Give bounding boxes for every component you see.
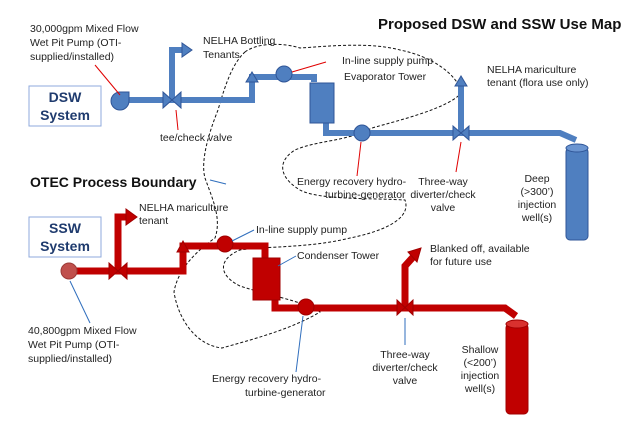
dsw-turbine-generator [353,124,371,142]
dsw-diverter-valve [452,124,470,142]
ssw-tee-check-valve [108,261,128,281]
ssw-mariculture-label-1: NELHA mariculture [139,202,228,214]
ssw-pump-label-1: 40,800gpm Mixed Flow [28,325,137,337]
ssw-box-label-1: SSW [49,220,82,236]
dsw-well-label-4: well(s) [521,212,552,224]
ssw-inline-pump [216,235,234,253]
dsw-turbine-label-1: Energy recovery hydro- [297,176,407,188]
dsw-tee-check-valve [162,90,182,110]
ssw-diverter-label-3: valve [393,375,418,387]
ssw-well-label-2: (<200’) [464,357,497,369]
ssw-inline-pump-pointer [231,229,255,242]
dsw-turbine-label-2: turbine-generator [325,189,406,201]
ssw-box-label-2: System [40,238,90,254]
ssw-pump-label-3: supplied/installed) [28,353,112,365]
dsw-box-label-1: DSW [49,89,82,105]
dsw-bottling-label-2: Tenants [203,49,240,61]
dsw-well-label-3: injection [518,199,557,211]
boundary-label: OTEC Process Boundary [30,174,197,190]
ssw-well-label-1: Shallow [462,344,499,356]
ssw-diverter-label-1: Three-way [380,349,430,361]
ssw-turbine-generator [297,298,315,316]
ssw-diverter-label-2: diverter/check [372,362,438,374]
ssw-tower-label: Condenser Tower [297,250,380,262]
ssw-system-box [28,216,102,258]
dsw-diverter-label-2: diverter/check [410,189,476,201]
dsw-deep-injection-well [565,147,589,241]
ssw-well-label-3: injection [461,370,500,382]
ssw-turbine-pointer [295,315,304,373]
ssw-turbine-label-1: Energy recovery hydro- [212,373,322,385]
ssw-pump-label-2: Wet Pit Pump (OTI- [28,339,120,351]
dsw-inline-pump-pointer [291,61,327,73]
boundary-pointer [209,179,227,185]
dsw-diverter-label-3: valve [431,202,456,214]
dsw-pump-label-1: 30,000gpm Mixed Flow [30,23,139,35]
ssw-shallow-injection-well [505,323,529,415]
dsw-diverter-pointer [455,141,462,173]
ssw-well-top [505,319,529,329]
dsw-box-label-2: System [40,107,90,123]
dsw-well-label-1: Deep [524,173,549,185]
dsw-inline-pump-label: In-line supply pump [342,55,433,67]
ssw-well-label-4: well(s) [464,383,495,395]
diagram-title: Proposed DSW and SSW Use Map [378,16,621,33]
dsw-turbine-pointer [356,141,362,177]
dsw-system-box [28,85,102,127]
dsw-tee-pointer [175,109,179,131]
ssw-turbine-label-2: turbine-generator [245,387,326,399]
dsw-mariculture-label-2: tenant (flora use only) [487,77,589,89]
dsw-evaporator-tower [309,82,335,124]
dsw-intake-pump [110,91,130,111]
dsw-well-top [565,143,589,153]
ssw-pump-pointer [69,280,91,324]
dsw-diverter-label-1: Three-way [418,176,468,188]
dsw-well-label-2: (>300’) [521,186,554,198]
dsw-tee-label: tee/check valve [160,132,233,144]
dsw-pump-pointer [94,64,121,96]
dsw-mariculture-label-1: NELHA mariculture [487,64,576,76]
dsw-tower-label: Evaporator Tower [344,71,427,83]
ssw-blanked-label-2: for future use [430,256,492,268]
ssw-diverter-valve [396,298,414,317]
ssw-mariculture-label-2: tenant [139,215,168,227]
dsw-pump-label-2: Wet Pit Pump (OTI- [30,37,122,49]
dsw-inline-pump [275,65,293,83]
ssw-intake-pump [60,262,78,280]
ssw-inline-pump-label: In-line supply pump [256,224,347,236]
ssw-condenser-tower [252,257,281,301]
ssw-tower-pointer [277,255,297,267]
ssw-blanked-label-1: Blanked off, available [430,243,530,255]
dsw-pump-label-3: supplied/installed) [30,51,114,63]
dsw-bottling-label-1: NELHA Bottling [203,35,276,47]
